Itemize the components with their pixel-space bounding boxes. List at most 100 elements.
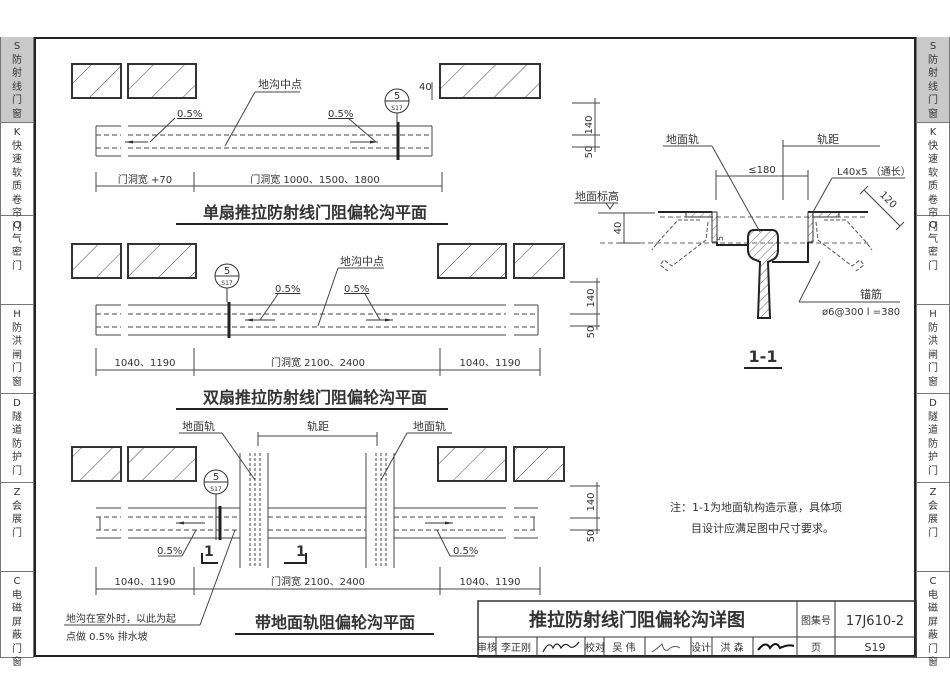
side-tab-char: 门 bbox=[12, 643, 22, 655]
angle-label: L40x5 （通长） bbox=[837, 166, 911, 178]
checker-signature bbox=[651, 643, 681, 653]
side-tab-code: K bbox=[929, 127, 937, 138]
floor-rail-profile bbox=[747, 229, 779, 319]
side-tab-char: 门 bbox=[12, 465, 22, 477]
dim-right: 1040、1190 bbox=[460, 577, 521, 588]
vertical-dimension bbox=[570, 482, 600, 534]
wall-left bbox=[71, 63, 197, 99]
side-tab-char: 窗 bbox=[12, 657, 22, 668]
dim-right: 1040、1190 bbox=[460, 358, 521, 369]
dim-50: 50 bbox=[586, 326, 597, 339]
width-label: ≤180 bbox=[748, 165, 775, 176]
wall-right bbox=[439, 63, 541, 99]
side-tab-char: 窗 bbox=[928, 376, 938, 388]
side-tab-char: 速 bbox=[12, 154, 22, 165]
side-tab-char: 帘 bbox=[12, 208, 22, 219]
plan-title: 带地面轨阻偏轮沟平面 bbox=[255, 613, 415, 632]
rail-label: 地面轨 bbox=[666, 132, 699, 146]
side-tab-char: 门 bbox=[928, 465, 938, 477]
gauge-label: 轨距 bbox=[307, 419, 329, 433]
side-tab-char: 闸 bbox=[928, 349, 938, 361]
svg-text:5: 5 bbox=[213, 472, 219, 483]
check-label: 校对 bbox=[585, 641, 605, 654]
detail-reference-bubble[interactable]: 5 S17 bbox=[384, 88, 410, 124]
side-tab-char: 门 bbox=[928, 527, 938, 539]
floor-rail-right bbox=[365, 453, 395, 568]
side-tab-char: 门 bbox=[928, 221, 938, 233]
gauge-label: 轨距 bbox=[817, 132, 839, 146]
section-title: 1-1 bbox=[749, 347, 778, 366]
side-tab-char: 防 bbox=[928, 322, 938, 334]
side-tab-code: D bbox=[929, 398, 937, 409]
floor-level-label: 地面标高 bbox=[575, 189, 619, 203]
side-tab-char: 质 bbox=[12, 181, 22, 192]
side-tab-code: H bbox=[929, 309, 937, 320]
side-tab-char: 窗 bbox=[928, 657, 938, 668]
side-tab-char: 屏 bbox=[928, 616, 938, 628]
design-label: 设计 bbox=[691, 641, 711, 654]
side-tab-char: 会 bbox=[12, 500, 22, 512]
svg-text:5: 5 bbox=[394, 91, 400, 102]
center-label: 地沟中点 bbox=[340, 255, 384, 268]
side-tab-char: 隧 bbox=[928, 411, 938, 423]
side-tab-char: 门 bbox=[12, 527, 22, 539]
side-tab-char: 磁 bbox=[12, 603, 22, 614]
plan-title: 单扇推拉防射线门阻偏轮沟平面 bbox=[203, 203, 427, 222]
side-tab-char: 线 bbox=[928, 81, 938, 93]
detail-reference-bubble[interactable]: 5 S17 bbox=[203, 469, 229, 540]
side-tab-char: 隧 bbox=[12, 411, 22, 423]
plan-single-leaf: 地沟中点 0.5% 0.5% 5 S17 40 门洞宽 +70 门洞宽 1000… bbox=[71, 63, 600, 225]
side-tab-char: 蔽 bbox=[12, 630, 22, 641]
dim-140: 140 bbox=[586, 492, 597, 511]
side-tab-char: 门 bbox=[12, 363, 22, 374]
anchor-length: 120 bbox=[877, 190, 898, 211]
dimension-line bbox=[95, 567, 541, 595]
slope-label: 0.5% bbox=[453, 546, 478, 557]
side-tab-char: 会 bbox=[928, 500, 938, 512]
depth-dimension bbox=[618, 212, 640, 244]
side-tab-code: Q bbox=[929, 220, 937, 231]
dim-left: 1040、1190 bbox=[115, 577, 176, 588]
side-tab-char: 气 bbox=[12, 233, 22, 245]
side-tab-char: 卷 bbox=[12, 194, 22, 206]
reviewer-name: 李正刚 bbox=[501, 641, 531, 654]
designer-signature bbox=[757, 643, 795, 651]
side-tab-char: 蔽 bbox=[928, 630, 938, 641]
dim-main: 门洞宽 2100、2400 bbox=[271, 575, 365, 588]
side-tab-code: S bbox=[13, 41, 21, 52]
section-mark[interactable]: 1 bbox=[284, 544, 307, 564]
side-tab-code: Z bbox=[13, 487, 21, 498]
side-tab-char: 展 bbox=[12, 514, 22, 525]
detail-reference-bubble[interactable]: 5 S17 bbox=[214, 263, 240, 302]
dim-50: 50 bbox=[584, 146, 595, 159]
trench bbox=[96, 506, 538, 540]
gap-label: 5 bbox=[716, 236, 725, 241]
vertical-dimension bbox=[572, 98, 600, 152]
section-mark[interactable]: 1 bbox=[201, 544, 218, 564]
side-tab-char: 展 bbox=[928, 514, 938, 525]
slope-label: 0.5% bbox=[328, 109, 353, 120]
side-tab-char: 射 bbox=[928, 68, 938, 79]
side-tab-char: 屏 bbox=[12, 616, 22, 628]
side-tab-char: 窗 bbox=[928, 108, 938, 120]
side-tab-char: 密 bbox=[928, 247, 938, 258]
page-number: S19 bbox=[865, 641, 886, 654]
side-tab-char: 门 bbox=[928, 260, 938, 272]
note-line: 注：1-1为地面轨构造示意，具体项 bbox=[670, 500, 842, 514]
trench bbox=[95, 122, 433, 160]
drawing-title: 推拉防射线门阻偏轮沟详图 bbox=[529, 609, 745, 631]
svg-text:S17: S17 bbox=[391, 105, 403, 112]
side-tab-code: H bbox=[13, 309, 21, 320]
